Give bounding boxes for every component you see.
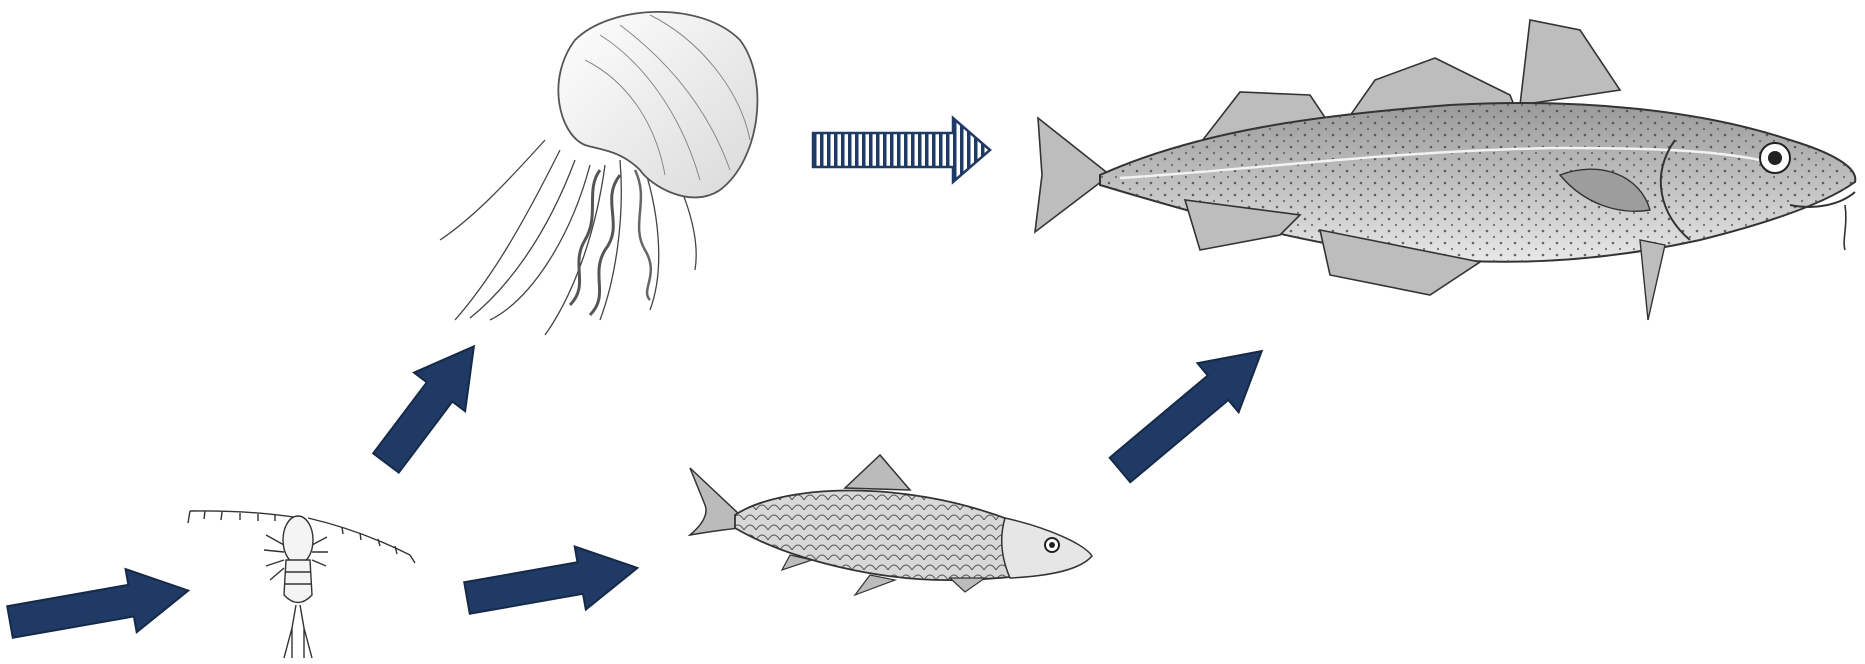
cod-illustration <box>1035 20 1855 320</box>
arrow-copepod-to-herring <box>461 536 642 629</box>
arrow-input-to-copepod <box>4 559 193 653</box>
arrow-jellyfish-to-cod-striped <box>813 118 990 182</box>
arrow-herring-to-cod <box>1099 327 1282 495</box>
jellyfish-illustration <box>440 12 757 335</box>
herring-illustration <box>690 455 1092 595</box>
copepod-illustration <box>188 511 415 658</box>
arrow-copepod-to-jellyfish <box>360 327 499 482</box>
